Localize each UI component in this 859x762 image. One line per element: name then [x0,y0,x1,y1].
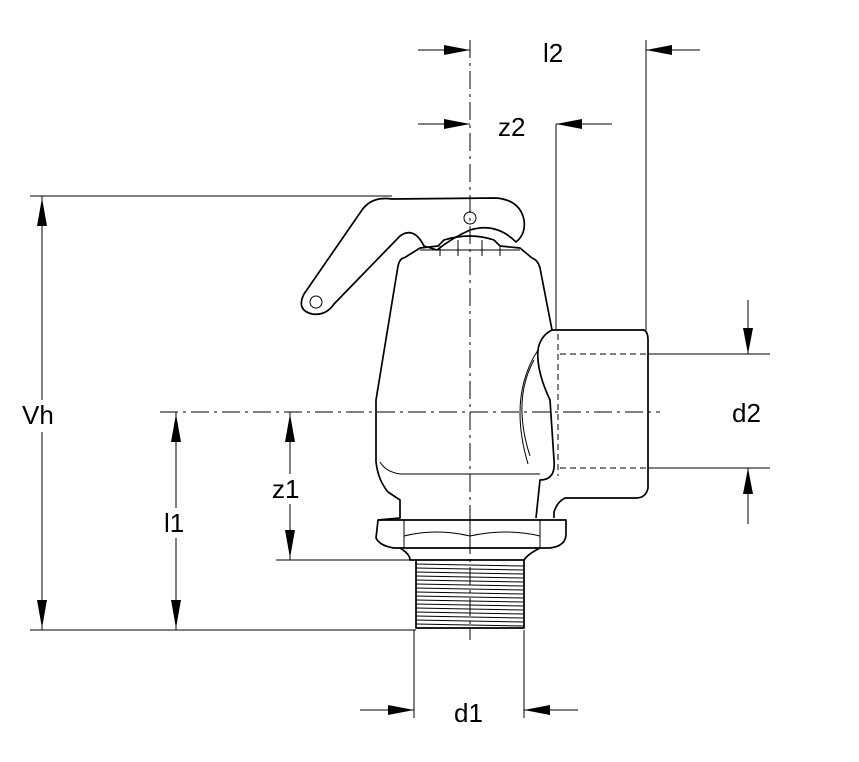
inlet-thread [415,563,525,627]
thread-line [415,563,525,567]
thread-line [415,611,525,615]
dimension-vh: Vh [22,195,416,631]
label-l2: l2 [543,38,563,68]
thread-line [415,591,525,595]
thread-line [415,575,525,579]
thread-line [415,567,525,571]
dimension-d1: d1 [360,630,578,728]
thread-line [415,599,525,603]
dimension-z1: z1 [272,412,412,561]
dimension-z2: z2 [418,112,612,330]
thread-line [415,583,525,587]
label-z1: z1 [272,474,299,504]
dimension-l1: l1 [164,412,184,630]
thread-line [415,603,525,607]
dimension-d2: d2 [648,300,770,524]
center-lines [160,40,660,640]
dimension-l2: l2 [418,38,700,330]
thread-line [415,579,525,583]
label-d1: d1 [454,698,483,728]
valve-body [300,197,649,629]
label-z2: z2 [498,112,525,142]
thread-line [415,619,525,623]
label-l1: l1 [164,508,184,538]
thread-line [415,595,525,599]
thread-line [415,571,525,575]
thread-line [415,623,525,627]
thread-line [415,607,525,611]
thread-line [415,587,525,591]
thread-line [415,615,525,619]
label-vh: Vh [22,400,54,430]
label-d2: d2 [732,398,761,428]
